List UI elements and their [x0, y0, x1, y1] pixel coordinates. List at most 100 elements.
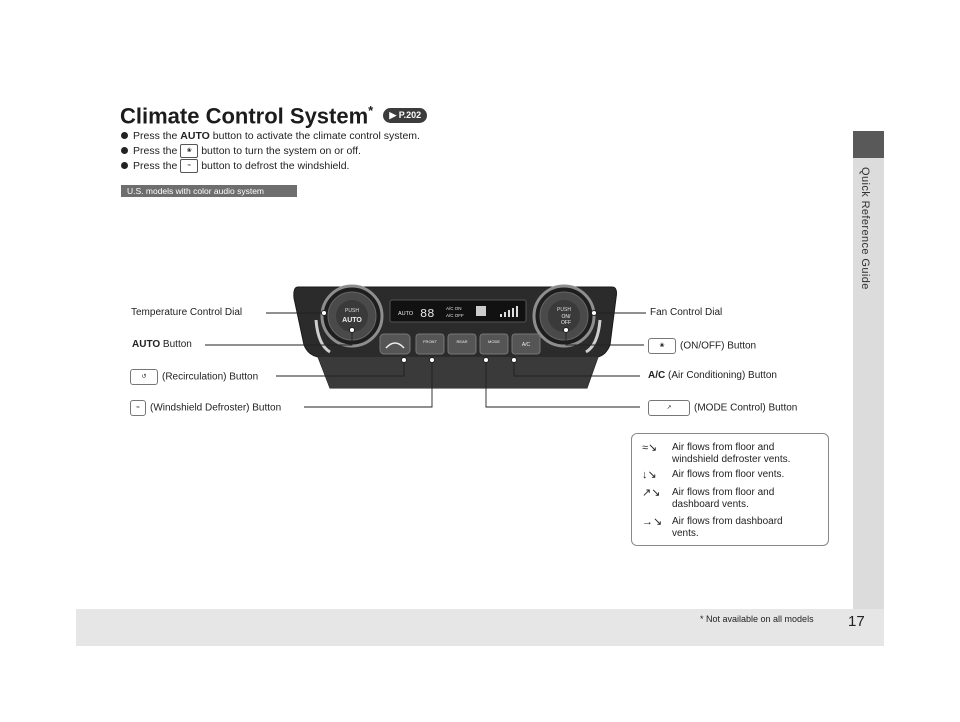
windshield-text: (Windshield Defroster) Button	[150, 402, 282, 414]
instruction-text: Press the	[133, 160, 181, 172]
mode-icon: ↗	[648, 400, 690, 416]
airflow-legend: ≈↘ Air flows from floor and windshield de…	[631, 433, 829, 546]
mode-label: ↗ (MODE Control) Button	[648, 400, 797, 416]
fan-bar	[504, 312, 506, 317]
recirculation-label: ↺ (Recirculation) Button	[130, 369, 258, 385]
dial-auto-text: AUTO	[342, 317, 362, 324]
fan-control-dial[interactable]: PUSH ON/ OFF	[532, 284, 596, 348]
display-auto-text: AUTO	[398, 311, 414, 317]
legend-text: Air flows from floor and windshield defr…	[672, 442, 791, 465]
bullet-icon	[121, 132, 128, 139]
ac-button-text: A/C	[522, 342, 531, 348]
fan-bar	[500, 314, 502, 317]
callout-auto	[205, 330, 353, 346]
instruction-text: Press the	[133, 130, 181, 142]
legend-row: ≈↘ Air flows from floor and windshield de…	[642, 442, 812, 466]
legend-text: Air flows from dashboard vents.	[672, 516, 783, 539]
floor-icon: ↓↘	[642, 469, 657, 481]
dial-push-text: PUSH	[557, 307, 571, 313]
callout-onoff	[565, 330, 644, 346]
instruction-auto: Press the AUTO button to activate the cl…	[121, 129, 420, 144]
front-defroster-icon: ≈	[180, 159, 199, 174]
title-asterisk: *	[368, 103, 374, 118]
front-defroster-icon: ≈	[130, 400, 146, 416]
auto-key: AUTO	[132, 339, 161, 350]
dial-push-text: PUSH	[345, 308, 359, 314]
display-ac-on: A/C ON	[446, 306, 462, 311]
footnote: * Not available on all models	[700, 614, 814, 624]
callout-windshield	[304, 360, 433, 408]
floor-dashboard-icon: ↗↘	[642, 487, 661, 499]
side-tab: Quick Reference Guide	[853, 131, 884, 609]
onoff-text: (ON/OFF) Button	[680, 340, 757, 352]
display-ac-off: A/C OFF	[446, 313, 464, 318]
rear-defroster-button[interactable]: REAR	[447, 333, 477, 355]
fan-bar	[516, 306, 518, 317]
recirculation-icon: ↺	[130, 369, 158, 385]
ac-label: A/C (Air Conditioning) Button	[648, 370, 777, 381]
page-reference-link[interactable]: ▶ P.202	[383, 108, 428, 124]
legend-text: Air flows from floor and dashboard vents…	[672, 487, 775, 510]
bullet-icon	[121, 147, 128, 154]
legend-row: ↓↘ Air flows from floor vents.	[642, 469, 812, 481]
auto-button-label: AUTO Button	[132, 339, 192, 350]
right-trim	[585, 319, 602, 354]
onoff-label: ❀ (ON/OFF) Button	[648, 338, 756, 354]
recirculation-text: (Recirculation) Button	[162, 371, 259, 383]
front-defroster-button[interactable]: FRONT	[415, 333, 445, 355]
callout-recirculation	[276, 360, 405, 377]
page-footer	[76, 609, 884, 646]
callout-mode	[485, 360, 640, 408]
climate-display: AUTO 88 A/C ON A/C OFF	[389, 299, 527, 323]
instruction-text: button to activate the climate control s…	[209, 130, 420, 142]
page-number: 17	[848, 613, 865, 630]
fan-onoff-icon: ❀	[648, 338, 676, 354]
instruction-defrost: Press the ≈ button to defrost the windsh…	[121, 159, 420, 174]
model-badge: U.S. models with color audio system	[121, 185, 297, 197]
bullet-icon	[121, 162, 128, 169]
mode-button-text: MODE	[488, 339, 500, 344]
legend-row: ↗↘ Air flows from floor and dashboard ven…	[642, 487, 812, 511]
callout-markers	[321, 310, 597, 363]
side-tab-marker	[853, 131, 884, 158]
instruction-onoff: Press the ❀ button to turn the system on…	[121, 144, 420, 159]
dial-off-text: OFF	[561, 320, 571, 326]
mode-control-button[interactable]: MODE	[479, 333, 509, 355]
dial-on-text: ON/	[562, 314, 572, 320]
ac-key: A/C	[648, 370, 666, 381]
ac-rest: (Air Conditioning) Button	[665, 370, 777, 381]
mode-text: (MODE Control) Button	[694, 402, 798, 414]
front-button-text: FRONT	[423, 339, 437, 344]
recirculation-button[interactable]	[379, 333, 411, 355]
display-mode-icon	[476, 306, 486, 316]
instruction-text: button to turn the system on or off.	[198, 145, 361, 157]
legend-row: →↘ Air flows from dashboard vents.	[642, 516, 812, 540]
side-tab-label: Quick Reference Guide	[859, 167, 871, 290]
instruction-list: Press the AUTO button to activate the cl…	[121, 129, 420, 174]
callout-ac	[513, 360, 640, 377]
auto-key-text: AUTO	[180, 130, 210, 142]
instruction-text: button to defrost the windshield.	[198, 160, 350, 172]
temperature-control-dial[interactable]: PUSH AUTO	[320, 284, 384, 348]
dashboard-icon: →↘	[642, 516, 663, 528]
temperature-dial-label: Temperature Control Dial	[131, 307, 243, 318]
page-title-text: Climate Control System	[120, 103, 369, 129]
fan-dial-label: Fan Control Dial	[650, 307, 723, 318]
instruction-text: Press the	[133, 145, 181, 157]
rear-button-text: REAR	[456, 339, 467, 344]
callout-lines	[205, 312, 646, 408]
legend-text: Air flows from floor vents.	[672, 469, 785, 480]
fan-bar	[508, 310, 510, 317]
page-reference-text: P.202	[398, 110, 422, 121]
display-temperature: 88	[420, 307, 434, 321]
fan-bar	[512, 308, 514, 317]
floor-defrost-icon: ≈↘	[642, 442, 658, 454]
panel-lower	[318, 357, 598, 388]
left-trim	[314, 319, 331, 354]
windshield-defroster-label: ≈ (Windshield Defroster) Button	[130, 400, 281, 416]
page-title: Climate Control System* ▶ P.202	[120, 103, 428, 129]
ac-button[interactable]: A/C	[511, 333, 541, 355]
auto-rest: Button	[160, 339, 192, 350]
fan-onoff-icon: ❀	[180, 144, 199, 159]
